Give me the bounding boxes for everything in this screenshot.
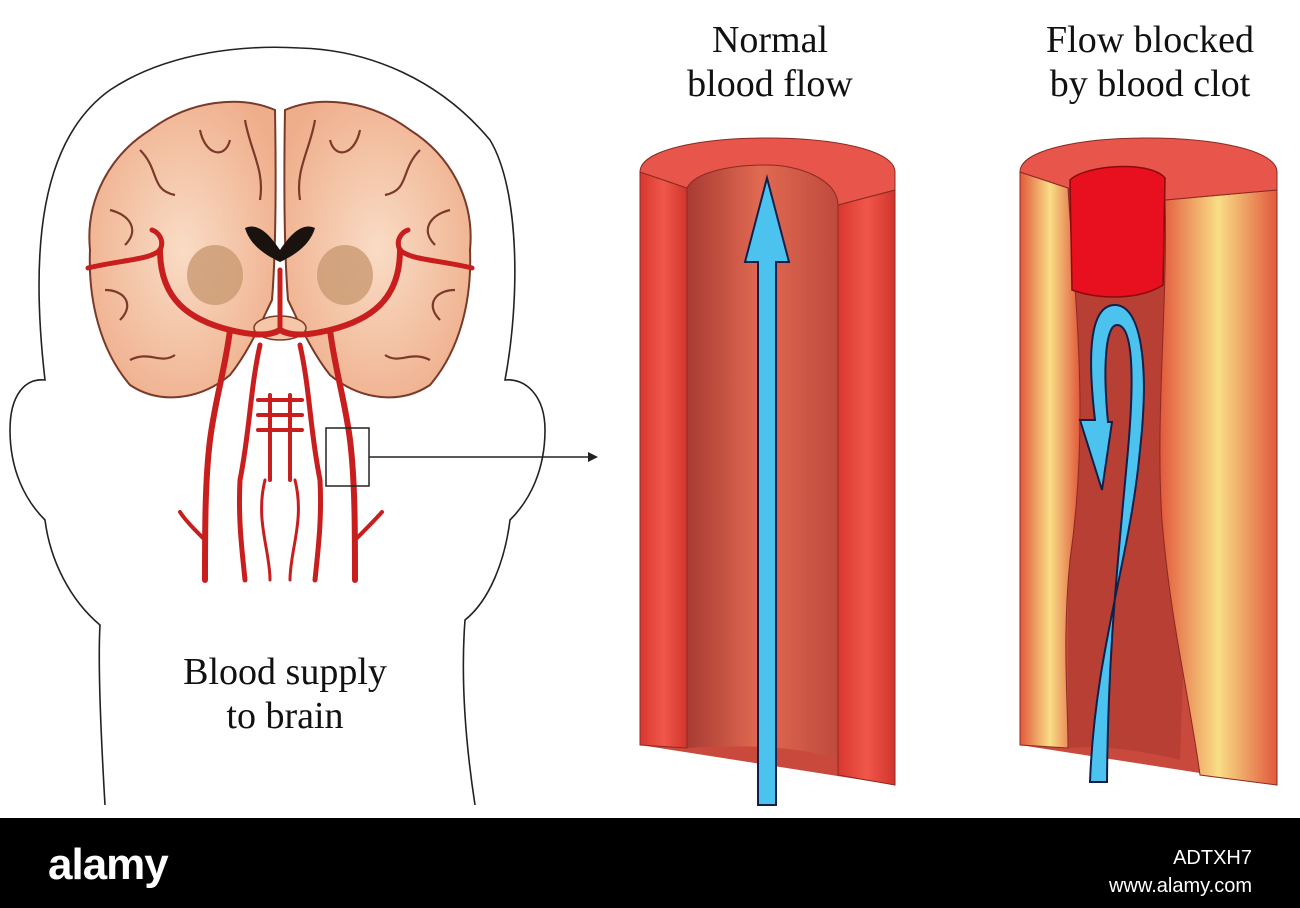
brain-caption-line1: Blood supply	[183, 651, 387, 693]
site-url: www.alamy.com	[1109, 875, 1252, 897]
brain-caption: Blood supply to brain	[150, 650, 420, 738]
watermark-footer: alamy ADTXH7 www.alamy.com	[0, 818, 1300, 908]
ventricles	[245, 226, 315, 262]
normal-caption-line1: Normal	[711, 19, 829, 61]
diagram-canvas	[9, 46, 1278, 806]
blocked-caption-line2: by blood clot	[1049, 63, 1251, 105]
right-hemisphere	[283, 100, 472, 399]
brain-caption-line2: to brain	[226, 695, 344, 737]
head-outline	[9, 46, 546, 806]
normal-caption-line2: blood flow	[687, 63, 853, 105]
flow-arrow-recirculating	[1078, 303, 1145, 783]
normal-vessel-rim	[639, 137, 896, 206]
blood-clot	[1069, 165, 1166, 298]
gyri-right	[297, 119, 456, 361]
flow-arrow-up	[743, 174, 791, 806]
normal-flow-caption: Normal blood flow	[660, 18, 880, 106]
left-hemisphere	[88, 100, 277, 399]
blocked-flow-caption: Flow blocked by blood clot	[1005, 18, 1295, 106]
image-id: ADTXH7	[1173, 847, 1252, 869]
normal-vessel-left-wall	[639, 171, 688, 749]
plaque-right	[1159, 189, 1278, 786]
blocked-caption-line1: Flow blocked	[1046, 19, 1254, 61]
normal-vessel	[639, 137, 896, 806]
illustration	[9, 46, 1278, 806]
pointer-arrowhead	[588, 452, 598, 462]
basal-ganglia-right	[317, 245, 373, 305]
brain-section	[88, 100, 472, 399]
cerebral-arteries	[85, 227, 475, 583]
basal-ganglia-left	[187, 245, 243, 305]
normal-vessel-right-wall	[837, 189, 896, 786]
blocked-vessel	[1019, 137, 1278, 786]
alamy-logo: alamy	[48, 840, 169, 889]
image-id-block: ADTXH7 www.alamy.com	[1109, 844, 1252, 900]
gyri-left	[104, 119, 263, 361]
